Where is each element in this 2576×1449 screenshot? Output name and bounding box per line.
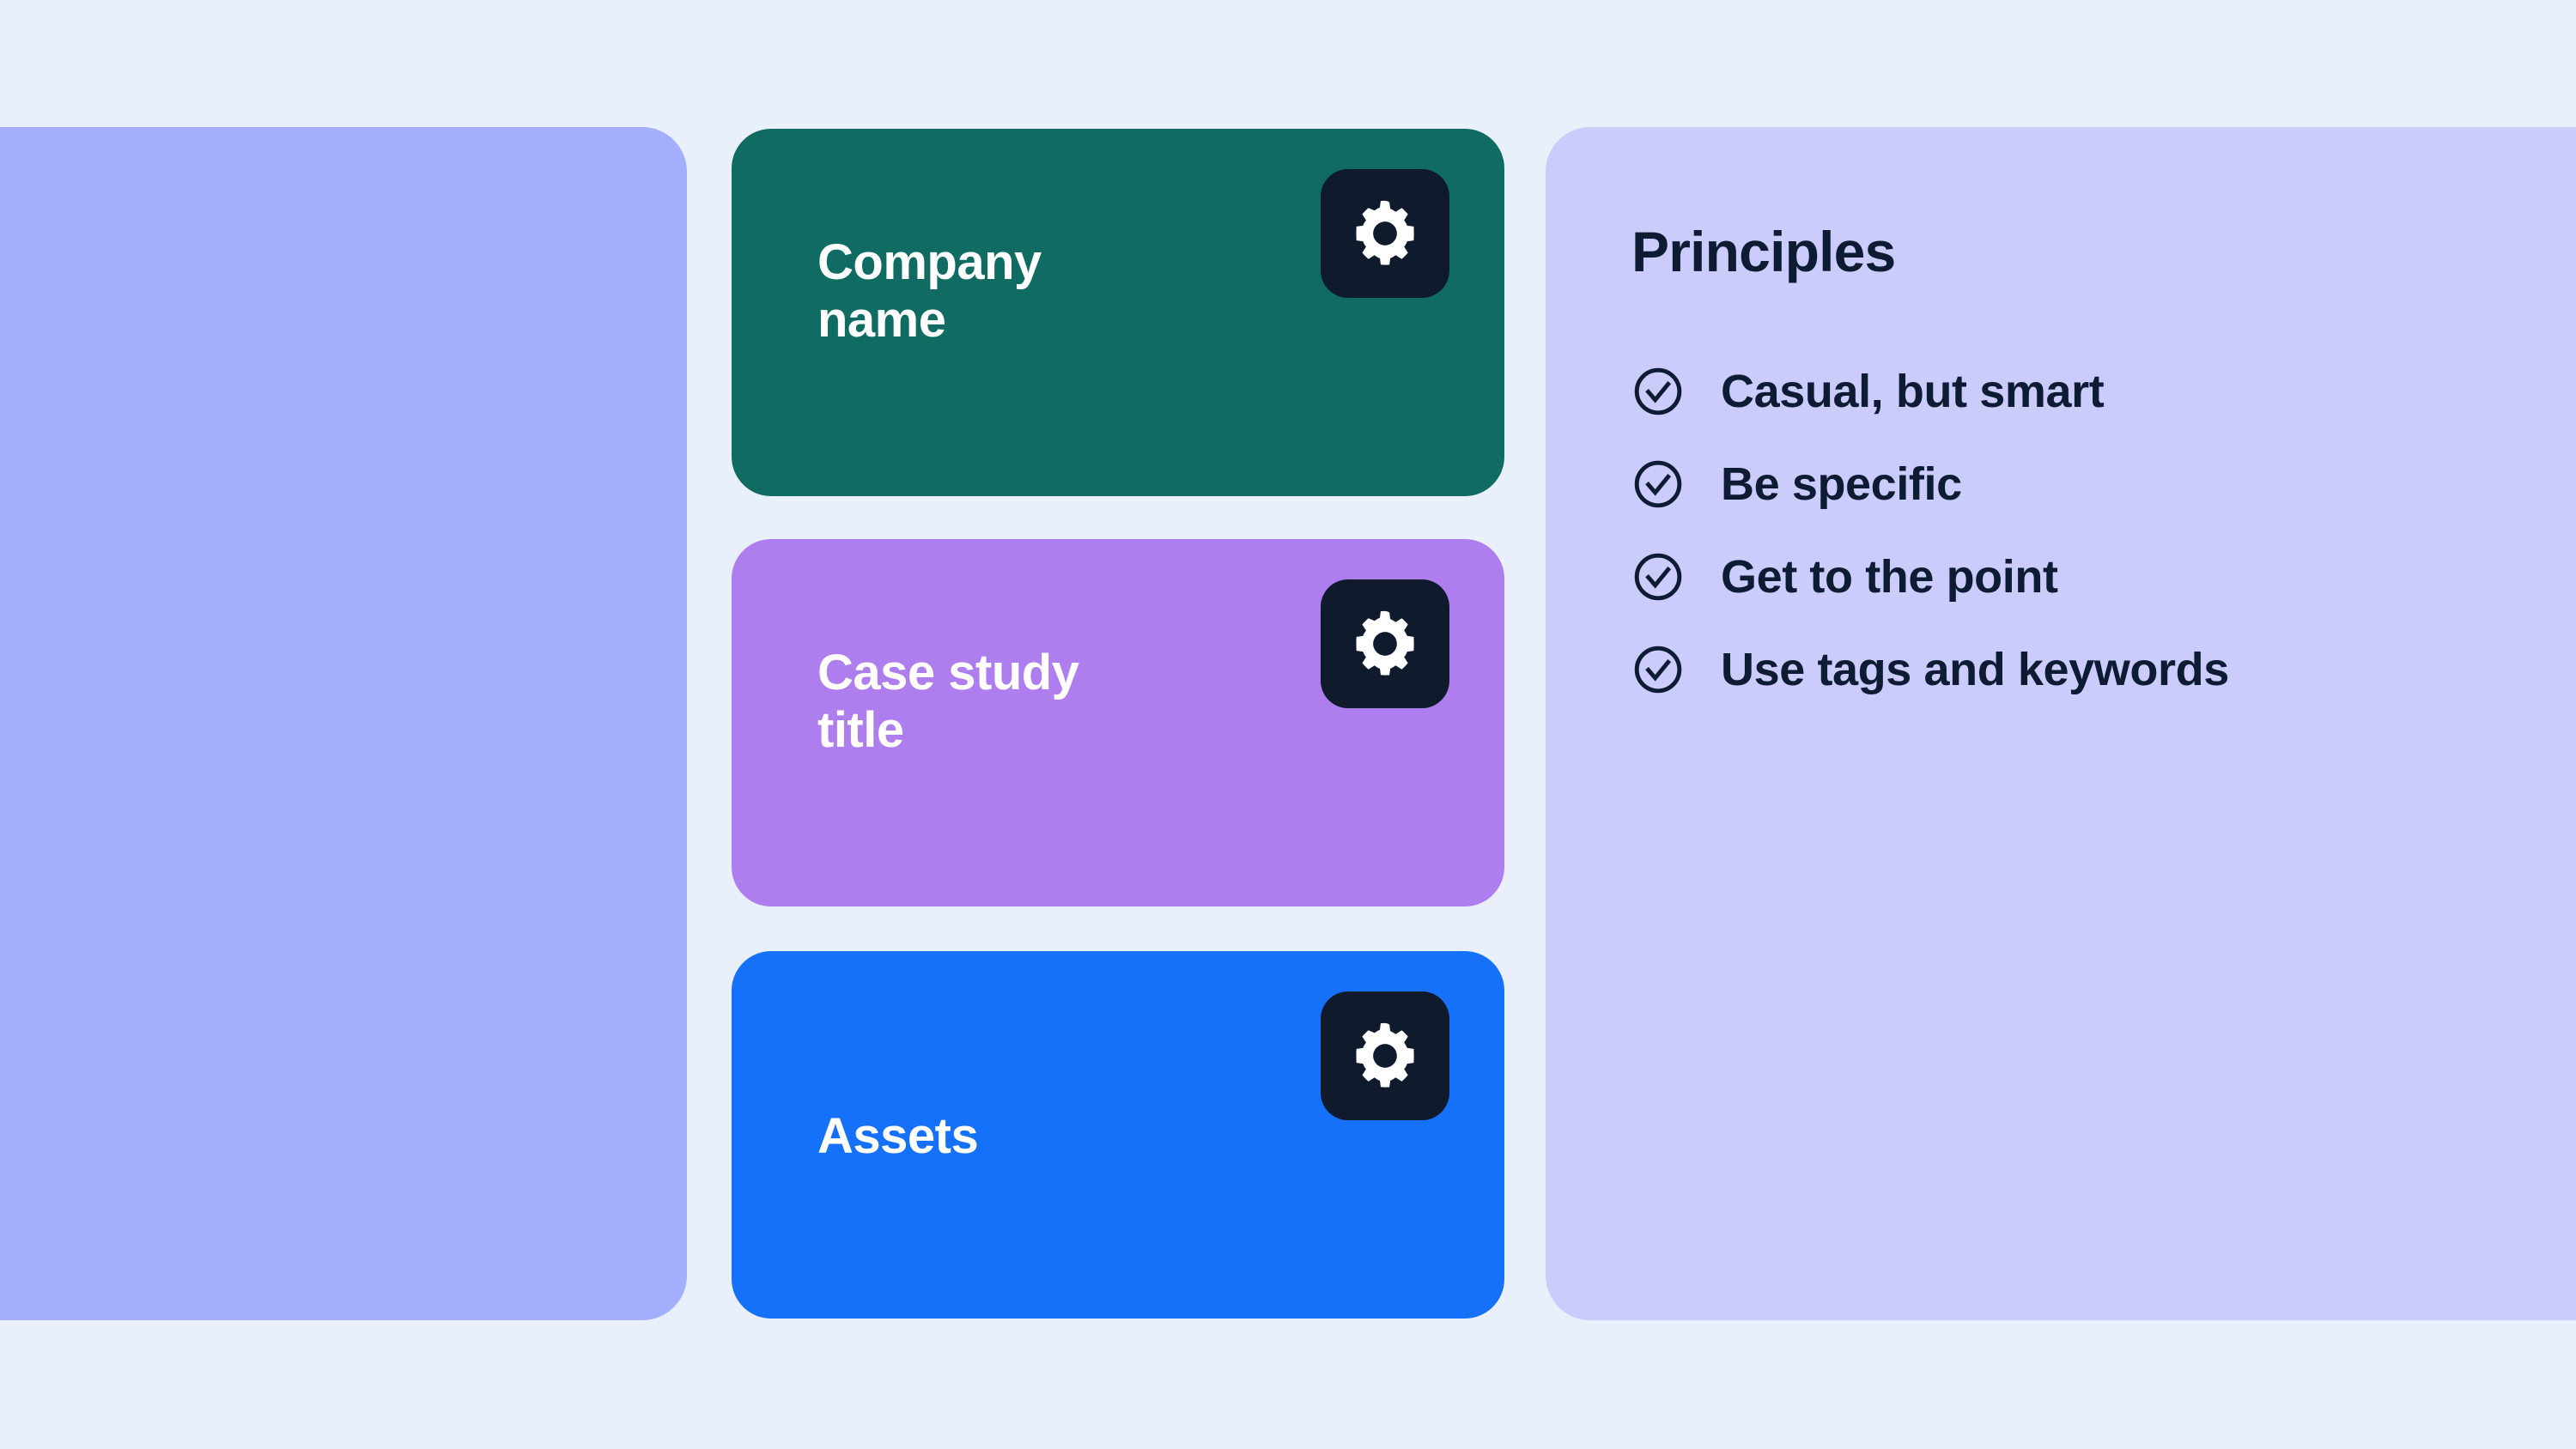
check-circle-icon [1631, 365, 1685, 418]
card-column: Company name Case study title [732, 129, 1504, 1319]
card-assets[interactable]: Assets [732, 951, 1504, 1319]
card-case-study-title[interactable]: Case study title [732, 539, 1504, 906]
principle-item: Use tags and keywords [1631, 623, 2576, 716]
principles-list: Casual, but smart Be specific [1631, 345, 2576, 716]
principle-item: Casual, but smart [1631, 345, 2576, 438]
gear-icon [1347, 196, 1423, 271]
card-title-company-name: Company name [817, 234, 1042, 349]
principle-label: Use tags and keywords [1721, 644, 2229, 695]
check-circle-icon [1631, 550, 1685, 603]
principle-label: Casual, but smart [1721, 366, 2105, 417]
principle-label: Get to the point [1721, 551, 2058, 603]
principles-title: Principles [1631, 220, 1896, 283]
principle-item: Be specific [1631, 438, 2576, 530]
principle-label: Be specific [1721, 458, 1962, 510]
principle-item: Get to the point [1631, 530, 2576, 623]
card-title-assets: Assets [817, 1108, 979, 1164]
settings-button-case-study-title[interactable] [1321, 579, 1449, 708]
gear-icon [1347, 606, 1423, 682]
settings-button-company-name[interactable] [1321, 169, 1449, 298]
card-company-name[interactable]: Company name [732, 129, 1504, 496]
check-circle-icon [1631, 458, 1685, 511]
left-empty-panel [0, 127, 687, 1320]
gear-icon [1347, 1018, 1423, 1094]
card-title-case-study: Case study title [817, 645, 1079, 759]
settings-button-assets[interactable] [1321, 991, 1449, 1120]
check-circle-icon [1631, 643, 1685, 696]
principles-panel: Principles Casual, but smart [1546, 127, 2576, 1320]
